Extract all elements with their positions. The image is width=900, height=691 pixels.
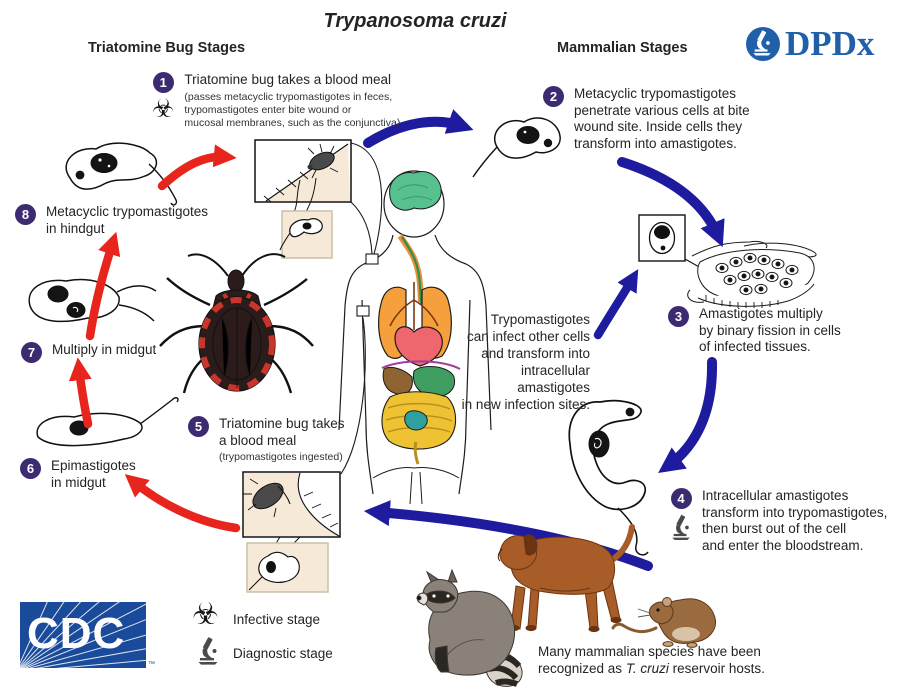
inset-bug-biting-bottom <box>242 471 341 552</box>
step-5-sublabel: (trypomastigotes ingested) <box>219 451 343 463</box>
inset-amastigote-cell <box>638 214 702 269</box>
human-figure <box>338 170 492 505</box>
rat-drawing <box>611 597 717 648</box>
raccoon-drawing <box>416 568 523 687</box>
step-4-label: Intracellular amastigotes transform into… <box>702 488 888 553</box>
cdc-logo: CDC <box>20 602 146 668</box>
step-6: 6 Epimastigotes in midgut <box>20 458 180 491</box>
dpdx-logo-text: DPDx <box>785 24 875 63</box>
reservoir-note-line2: recognized as T. cruzi reservoir hosts. <box>538 661 765 678</box>
inset-bug-biting-top <box>254 139 352 213</box>
legend-infective-label: Infective stage <box>233 612 321 627</box>
biohazard-icon: ☣ <box>152 94 175 123</box>
reservoir-note-post: reservoir hosts. <box>668 660 765 676</box>
cdc-logo-rays <box>20 602 146 668</box>
center-note: Trypomastigotes can infect other cells a… <box>461 312 590 412</box>
triatomine-bug-drawing <box>159 253 314 394</box>
dog-drawing <box>497 524 635 633</box>
reservoir-note-pre: recognized as <box>538 660 626 676</box>
step-1-sublabel: (passes metacyclic trypomastigotes in fe… <box>184 90 401 129</box>
red-cycle-arrows <box>68 144 241 533</box>
blue-cycle-arrows <box>363 109 725 571</box>
inset-trypomastigote-top <box>279 210 333 259</box>
step-6-number: 6 <box>20 458 41 479</box>
step-5-number: 5 <box>188 416 209 437</box>
infected-tissue-drawing <box>687 241 817 308</box>
microscope-icon <box>670 514 692 541</box>
header-mammalian-stages: Mammalian Stages <box>557 40 688 56</box>
legend-microscope-icon <box>196 637 220 665</box>
step-1-markers: 1 ☣ <box>152 72 174 122</box>
step-7-label: Multiply in midgut <box>52 342 157 357</box>
cdc-trademark: ™ <box>148 661 155 668</box>
step-6-label: Epimastigotes in midgut <box>51 458 136 490</box>
step-5-label: Triatomine bug takes a blood meal <box>219 416 345 448</box>
step-3-number: 3 <box>668 306 689 327</box>
step-8: 8 Metacyclic trypomastigotes in hindgut <box>15 204 235 237</box>
parasite-step8 <box>65 142 178 206</box>
step-1: 1 ☣ Triatomine bug takes a blood meal (p… <box>152 72 452 130</box>
parasite-step4 <box>568 399 649 556</box>
step-2: 2 Metacyclic trypomastigotes penetrate v… <box>543 86 783 152</box>
dpdx-microscope-icon <box>746 27 780 61</box>
step-7: 7 Multiply in midgut <box>21 342 201 363</box>
step-5: 5 Triatomine bug takes a blood meal (try… <box>188 416 378 464</box>
reservoir-note: Many mammalian species have been recogni… <box>538 644 765 677</box>
cdc-logo-text: CDC <box>27 609 126 658</box>
step-4-number: 4 <box>670 488 692 509</box>
step-8-label: Metacyclic trypomastigotes in hindgut <box>46 204 209 236</box>
step-3-label: Amastigotes multiply by binary fission i… <box>699 306 841 354</box>
header-triatomine-stages: Triatomine Bug Stages <box>88 40 246 56</box>
parasite-step2 <box>472 117 561 178</box>
step-2-label: Metacyclic trypomastigotes penetrate var… <box>574 86 750 151</box>
step-1-label: Triatomine bug takes a blood meal <box>184 72 392 87</box>
bite-site-callouts <box>340 142 383 475</box>
dpdx-logo: DPDx <box>744 25 874 63</box>
step-1-text: Triatomine bug takes a blood meal (passe… <box>184 72 400 130</box>
step-3: 3 Amastigotes multiply by binary fission… <box>668 306 888 356</box>
step-4-markers: 4 <box>670 488 692 541</box>
inset-trypomastigote-bottom <box>246 542 329 593</box>
legend-biohazard-icon: ☣ <box>192 597 219 632</box>
step-8-number: 8 <box>15 204 36 225</box>
step-1-number: 1 <box>152 72 174 93</box>
step-4: 4 Intracellular amastigotes transform in… <box>670 488 900 554</box>
reservoir-note-line1: Many mammalian species have been <box>538 644 761 659</box>
step-2-number: 2 <box>543 86 564 107</box>
reservoir-note-species: T. cruzi <box>625 660 669 676</box>
page-title: Trypanosoma cruzi <box>323 10 507 32</box>
step-5-text: Triatomine bug takes a blood meal (trypo… <box>219 416 345 464</box>
legend-diagnostic-label: Diagnostic stage <box>233 646 333 661</box>
step-7-number: 7 <box>21 342 42 363</box>
parasite-step6 <box>36 397 179 447</box>
